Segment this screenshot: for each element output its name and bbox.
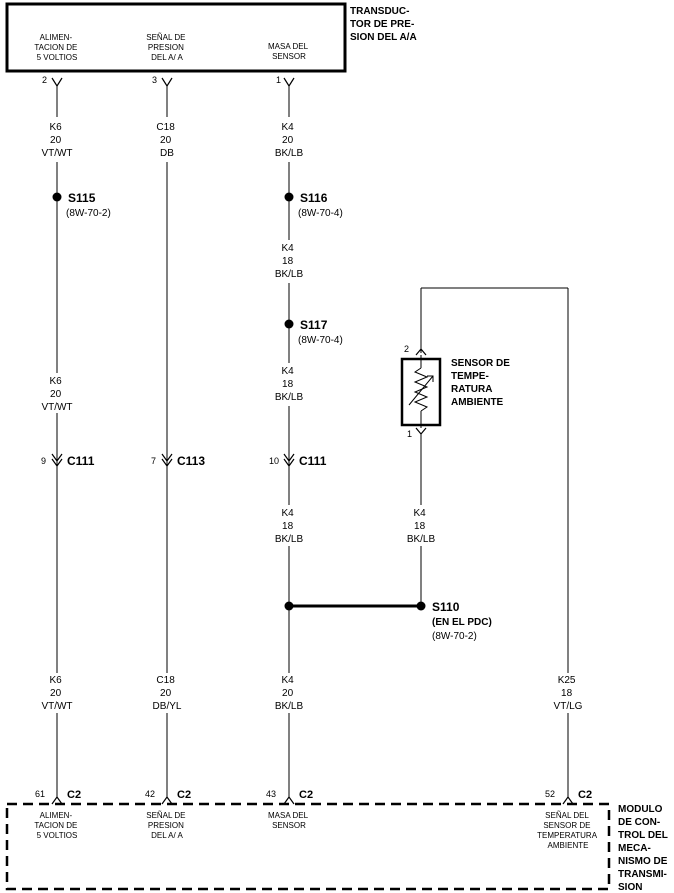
connector-c111a-pin: 9 [41, 456, 46, 466]
splice-s110-name: S110 [432, 600, 460, 614]
splice-s110-dot [416, 601, 426, 611]
module-pin-label-pressure: SEÑAL DE PRESION DEL A/ A [146, 811, 188, 840]
module-pin-label-ambient-temp: SEÑAL DEL SENSOR DE TEMPERATURA AMBIENTE [537, 811, 599, 850]
splice-s115-ref: (8W-70-2) [66, 208, 111, 219]
module-connector-c2-c: C2 [299, 789, 313, 801]
wire-label-k6-top: K6 20 VT/WT [41, 122, 72, 159]
splice-s110-ref: (8W-70-2) [432, 631, 477, 642]
transducer-pin-label-pressure: SEÑAL DE PRESION DEL A/ A [146, 33, 188, 62]
wire-label-k6-bot: K6 20 VT/WT [41, 675, 72, 712]
splice-s116-ref: (8W-70-4) [298, 208, 343, 219]
splice-s115-dot [52, 192, 62, 202]
splice-s115-name: S115 [68, 191, 96, 205]
sensor-pin-1: 1 [407, 429, 412, 439]
module-pin-52: 52 [545, 789, 555, 799]
transducer-pin-label-5v: ALIMEN- TACION DE 5 VOLTIOS [34, 33, 79, 62]
splice-s110-location: (EN EL PDC) [432, 617, 492, 628]
wire-label-c18-top: C18 20 DB [156, 122, 177, 159]
transducer-pin-3: 3 [152, 75, 157, 85]
connector-c113-pin: 7 [151, 456, 156, 466]
splice-s116-name: S116 [300, 191, 328, 205]
transducer-pin-label-ground: MASA DEL SENSOR [268, 42, 310, 61]
splice-s117-name: S117 [300, 318, 328, 332]
transducer-pin-2: 2 [42, 75, 47, 85]
module-connector-c2-a: C2 [67, 789, 81, 801]
module-pin-label-ground: MASA DEL SENSOR [268, 811, 310, 830]
wire-label-k4-top: K4 20 BK/LB [275, 122, 304, 159]
wire-label-k4-low: K4 18 BK/LB [275, 508, 304, 545]
wire-label-k4-sensor: K4 18 BK/LB [407, 508, 436, 545]
ac-pressure-transducer-name: TRANSDUC- TOR DE PRE- SION DEL A/A [350, 6, 417, 43]
connector-c111b-name: C111 [299, 454, 327, 468]
module-pin-61: 61 [35, 789, 45, 799]
transmission-control-module-name: MODULO DE CON- TROL DEL MECA- NISMO DE T… [618, 804, 670, 893]
module-pin-label-5v: ALIMEN- TACION DE 5 VOLTIOS [34, 811, 79, 840]
wire-label-k4-mid2: K4 18 BK/LB [275, 366, 304, 403]
ambient-temp-sensor [400, 348, 442, 435]
module-pin-42: 42 [145, 789, 155, 799]
wire-label-k6-mid: K6 20 VT/WT [41, 376, 72, 413]
sensor-pin-2: 2 [404, 344, 409, 354]
ambient-temp-sensor-name: SENSOR DE TEMPE- RATURA AMBIENTE [451, 358, 513, 408]
connector-c111a-name: C111 [67, 454, 95, 468]
top-terminal-chevrons [51, 77, 295, 88]
inline-connector-chevrons [51, 453, 295, 468]
wire-label-k4-mid1: K4 18 BK/LB [275, 243, 304, 280]
wire-label-k4-bot: K4 20 BK/LB [275, 675, 304, 712]
splice-s110-left-dot [284, 601, 294, 611]
module-pin-43: 43 [266, 789, 276, 799]
bottom-terminal-chevrons [51, 795, 574, 805]
wire-label-k25-bot: K25 18 VT/LG [554, 675, 583, 712]
transmission-control-module-box [5, 802, 611, 891]
transducer-pin-1: 1 [276, 75, 281, 85]
module-connector-c2-d: C2 [578, 789, 592, 801]
module-connector-c2-b: C2 [177, 789, 191, 801]
splice-s116-dot [284, 192, 294, 202]
ac-pressure-transducer-box [5, 2, 347, 73]
connector-c113-name: C113 [177, 454, 205, 468]
wire-label-c18-bot: C18 20 DB/YL [153, 675, 182, 712]
splice-s117-dot [284, 319, 294, 329]
splice-s117-ref: (8W-70-4) [298, 335, 343, 346]
connector-c111b-pin: 10 [269, 456, 279, 466]
